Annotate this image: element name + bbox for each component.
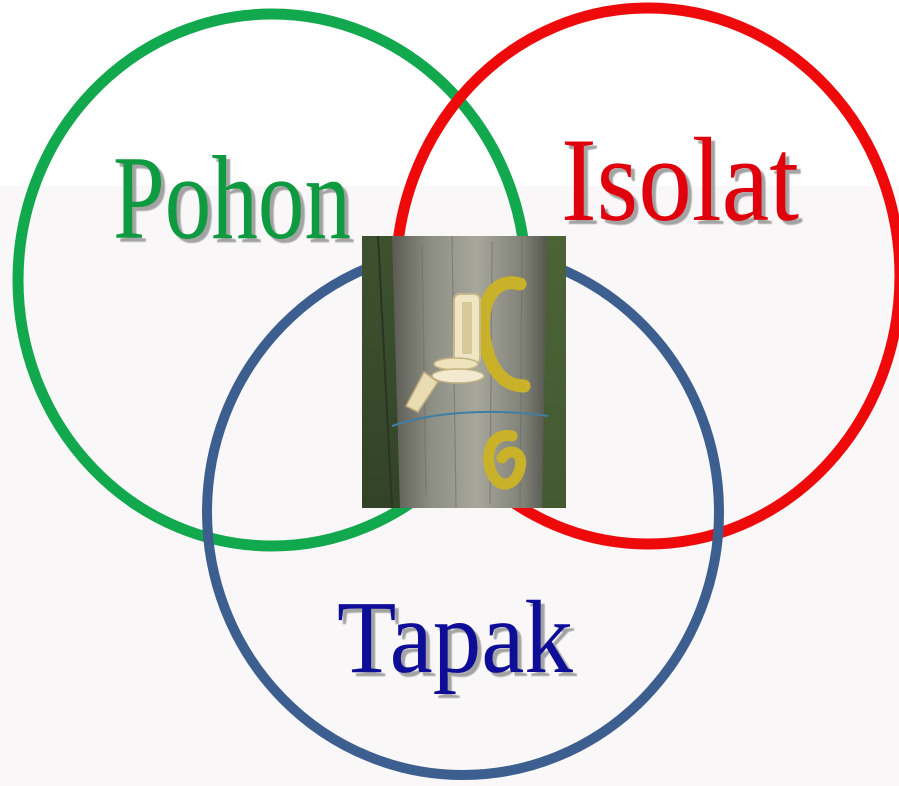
tapak-label: Tapak xyxy=(337,580,573,695)
tree-trunk-photo xyxy=(362,236,566,508)
isolat-label: Isolat xyxy=(561,113,799,246)
pohon-label: Pohon xyxy=(113,131,351,264)
